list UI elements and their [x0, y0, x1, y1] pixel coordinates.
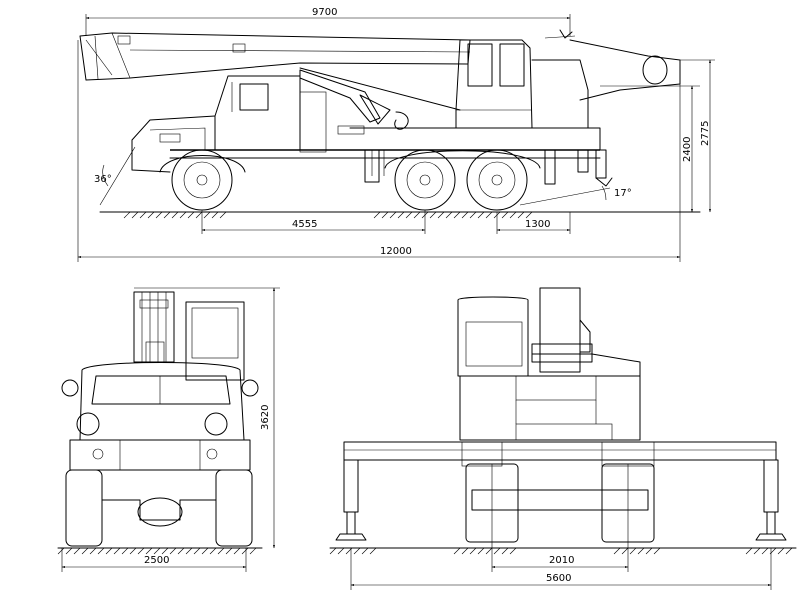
side-view: [79, 29, 701, 219]
dim-outrigger-span: 5600: [546, 573, 571, 584]
front-tyres: [65, 469, 253, 547]
angle-rear: 17°: [614, 188, 632, 199]
dim-width: 2500: [144, 555, 169, 566]
dim-rear-overhang: 1300: [525, 219, 550, 230]
outrigger-legs-rear: [335, 459, 787, 541]
front-dimensions: 2500 3620: [61, 287, 280, 572]
rear-tyres: [465, 463, 655, 543]
angle-front: 36°: [94, 174, 112, 185]
ground-line-side: [99, 211, 701, 219]
dim-total-length: 12000: [380, 246, 412, 257]
crane-cabin: [455, 39, 589, 129]
ground-line-rear: [329, 547, 797, 555]
dim-axle-spacing: 4555: [292, 219, 317, 230]
rear-wheel-2-side: [466, 149, 528, 211]
dim-height-total: 2775: [700, 121, 711, 146]
dim-height: 3620: [260, 405, 271, 430]
rear-view: [329, 287, 797, 555]
dim-height-cab: 2400: [682, 137, 693, 162]
dim-track: 2010: [549, 555, 574, 566]
dim-boom-length: 9700: [312, 7, 337, 18]
boom-front: [133, 291, 175, 363]
crane-house-rear: [457, 287, 641, 441]
ground-line-front: [57, 547, 263, 555]
truck-chassis: [169, 125, 601, 176]
outrigger-beam-rear: [343, 441, 777, 467]
rear-wheel-1-side: [394, 149, 456, 211]
front-view: [57, 291, 263, 555]
crane-cabin-front: [185, 301, 245, 381]
outriggers-side: [364, 149, 613, 187]
rear-dimensions: 2010 5600: [350, 542, 772, 590]
truck-cab-front: [61, 362, 259, 471]
front-wheel-side: [171, 149, 233, 211]
hoist-cylinder: [299, 67, 461, 130]
side-dimensions: 9700 12000 4555 1300 2400 2775 36° 17°: [77, 7, 715, 262]
